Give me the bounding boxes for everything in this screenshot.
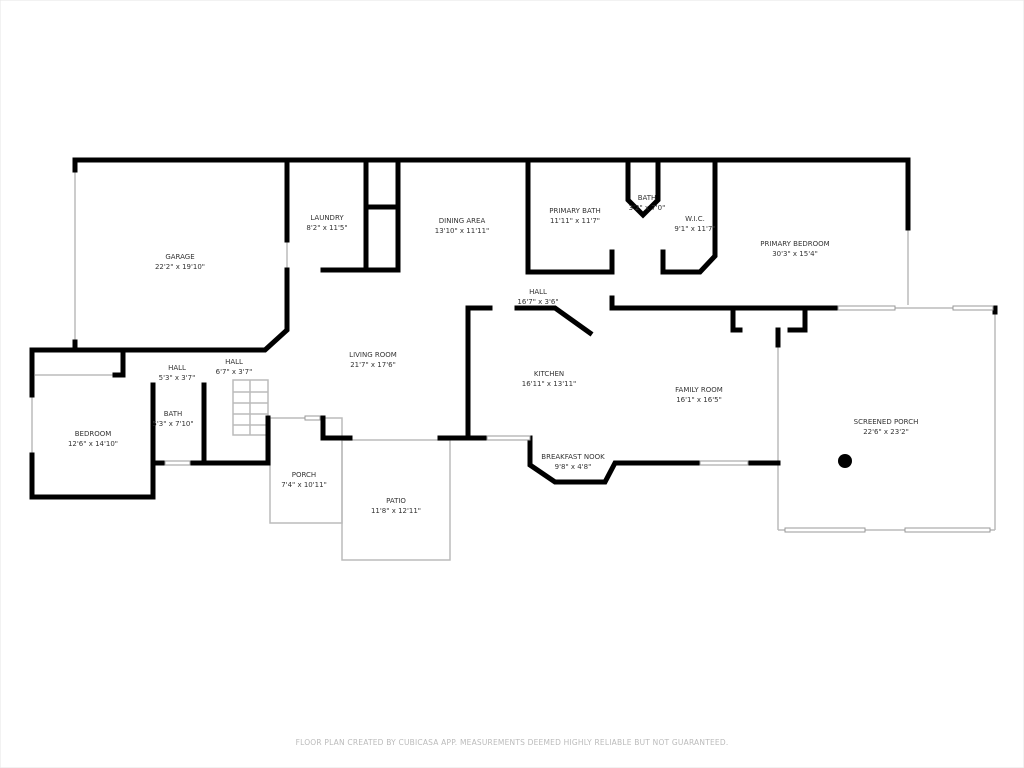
- room-name-hall-a: HALL: [168, 364, 186, 372]
- room-size-porch: 7'4" x 10'11": [281, 481, 327, 489]
- room-name-hall-main: HALL: [529, 288, 547, 296]
- room-size-bath-small: 3'2" x 7'0": [629, 204, 666, 212]
- room-size-wic: 9'1" x 11'7": [674, 225, 715, 233]
- room-name-kitchen: KITCHEN: [534, 370, 564, 378]
- room-name-primary-bath: PRIMARY BATH: [549, 207, 600, 215]
- room-name-family: FAMILY ROOM: [675, 386, 723, 394]
- room-name-porch: PORCH: [292, 471, 316, 479]
- room-name-patio: PATIO: [386, 497, 406, 505]
- room-size-garage: 22'2" x 19'10": [155, 263, 205, 271]
- room-name-screened-porch: SCREENED PORCH: [854, 418, 919, 426]
- room-size-family: 16'1" x 16'5": [676, 396, 722, 404]
- room-size-patio: 11'8" x 12'11": [371, 507, 421, 515]
- room-size-hall-a: 5'3" x 3'7": [159, 374, 196, 382]
- walls: [29, 157, 998, 500]
- room-name-primary-bedroom: PRIMARY BEDROOM: [760, 240, 829, 248]
- column-post: [838, 454, 852, 468]
- room-size-primary-bedroom: 30'3" x 15'4": [772, 250, 818, 258]
- room-labels: GARAGE 22'2" x 19'10" LAUNDRY 8'2" x 11'…: [68, 194, 918, 515]
- room-name-bedroom: BEDROOM: [75, 430, 112, 438]
- room-size-living: 21'7" x 17'6": [350, 361, 396, 369]
- room-size-screened-porch: 22'6" x 23'2": [863, 428, 909, 436]
- room-size-hall-main: 16'7" x 3'6": [517, 298, 558, 306]
- room-size-primary-bath: 11'11" x 11'7": [550, 217, 600, 225]
- room-name-garage: GARAGE: [165, 253, 194, 261]
- room-size-kitchen: 16'11" x 13'11": [522, 380, 577, 388]
- room-name-living: LIVING ROOM: [349, 351, 397, 359]
- footer-disclaimer: FLOOR PLAN CREATED BY CUBICASA APP. MEAS…: [295, 738, 729, 747]
- room-name-wic: W.I.C.: [685, 215, 705, 223]
- thin-outlines: [31, 170, 996, 561]
- room-size-nook: 9'8" x 4'8": [555, 463, 592, 471]
- room-name-nook: BREAKFAST NOOK: [541, 453, 605, 461]
- room-size-bedroom: 12'6" x 14'10": [68, 440, 118, 448]
- room-name-laundry: LAUNDRY: [310, 214, 344, 222]
- room-size-laundry: 8'2" x 11'5": [306, 224, 347, 232]
- room-size-hall-b: 6'7" x 3'7": [216, 368, 253, 376]
- room-size-bath: 5'3" x 7'10": [152, 420, 193, 428]
- windows: [164, 305, 994, 533]
- room-name-dining: DINING AREA: [439, 217, 486, 225]
- room-name-bath: BATH: [164, 410, 183, 418]
- room-name-bath-small: BATH: [638, 194, 657, 202]
- room-size-dining: 13'10" x 11'11": [435, 227, 490, 235]
- room-name-hall-b: HALL: [225, 358, 243, 366]
